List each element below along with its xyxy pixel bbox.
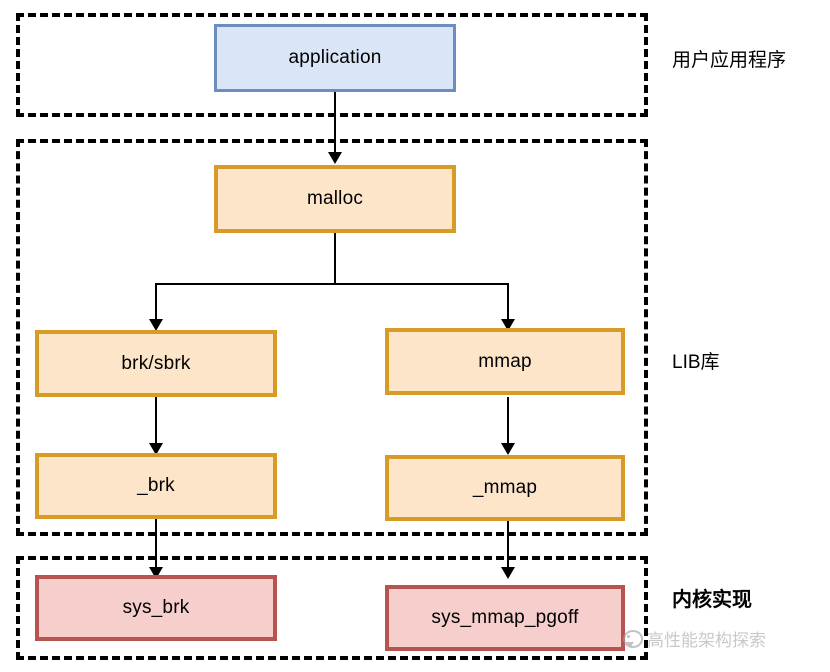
edge-brk-sbrk-to-underscore-brk-line	[155, 397, 157, 443]
edge-underscore-mmap-to-sys-mmap-pgoff-line	[507, 519, 509, 567]
edge-malloc-to-mmap-line	[507, 283, 509, 319]
edge-malloc-to-brk-sbrk-arrowhead	[149, 319, 163, 331]
node-sys-mmap-pgoff-label: sys_mmap_pgoff	[431, 607, 579, 628]
node-mmap-label: mmap	[478, 350, 532, 372]
watermark: 高性能架构探索	[620, 626, 766, 651]
node-underscore-mmap-label: _mmap	[472, 477, 538, 498]
node-malloc[interactable]: malloc	[214, 165, 456, 233]
node-mmap[interactable]: mmap	[385, 328, 625, 395]
node-underscore-mmap[interactable]: _mmap	[385, 455, 625, 521]
edge-malloc-split-bus	[156, 283, 509, 285]
edge-malloc-to-brk-sbrk-line	[155, 283, 157, 319]
edge-malloc-trunk-line	[334, 233, 336, 284]
edge-application-to-malloc-line	[334, 92, 336, 152]
edge-brk-sbrk-to-underscore-brk-arrowhead	[149, 443, 163, 455]
speech-bubble-logo-icon	[620, 628, 643, 650]
node-underscore-brk-label: _brk	[137, 475, 175, 496]
node-malloc-label: malloc	[306, 188, 364, 209]
layer-container-user-application	[16, 13, 648, 117]
node-sys-brk[interactable]: sys_brk	[35, 575, 277, 641]
node-application[interactable]: application	[214, 24, 456, 92]
node-brk-sbrk-label: brk/sbrk	[121, 352, 191, 374]
edge-underscore-mmap-to-sys-mmap-pgoff-arrowhead	[501, 567, 515, 579]
layer-container-kernel-implementation	[16, 556, 648, 660]
edge-application-to-malloc-arrowhead	[328, 152, 342, 164]
node-sys-mmap-pgoff[interactable]: sys_mmap_pgoff	[385, 585, 625, 651]
layer-label-lib-library: LIB库	[672, 352, 720, 373]
watermark-text: 高性能架构探索	[647, 631, 766, 650]
node-application-label: application	[288, 47, 382, 68]
layer-label-user-application: 用户应用程序	[672, 50, 787, 71]
node-sys-brk-label: sys_brk	[122, 597, 190, 618]
edge-underscore-brk-to-sys-brk-line	[155, 519, 157, 567]
node-underscore-brk[interactable]: _brk	[35, 453, 277, 519]
layer-label-kernel-implementation: 内核实现	[672, 589, 752, 611]
node-brk-sbrk[interactable]: brk/sbrk	[35, 330, 277, 397]
edge-mmap-to-underscore-mmap-arrowhead	[501, 443, 515, 455]
layer-container-lib-library	[16, 139, 648, 536]
edge-mmap-to-underscore-mmap-line	[507, 397, 509, 443]
